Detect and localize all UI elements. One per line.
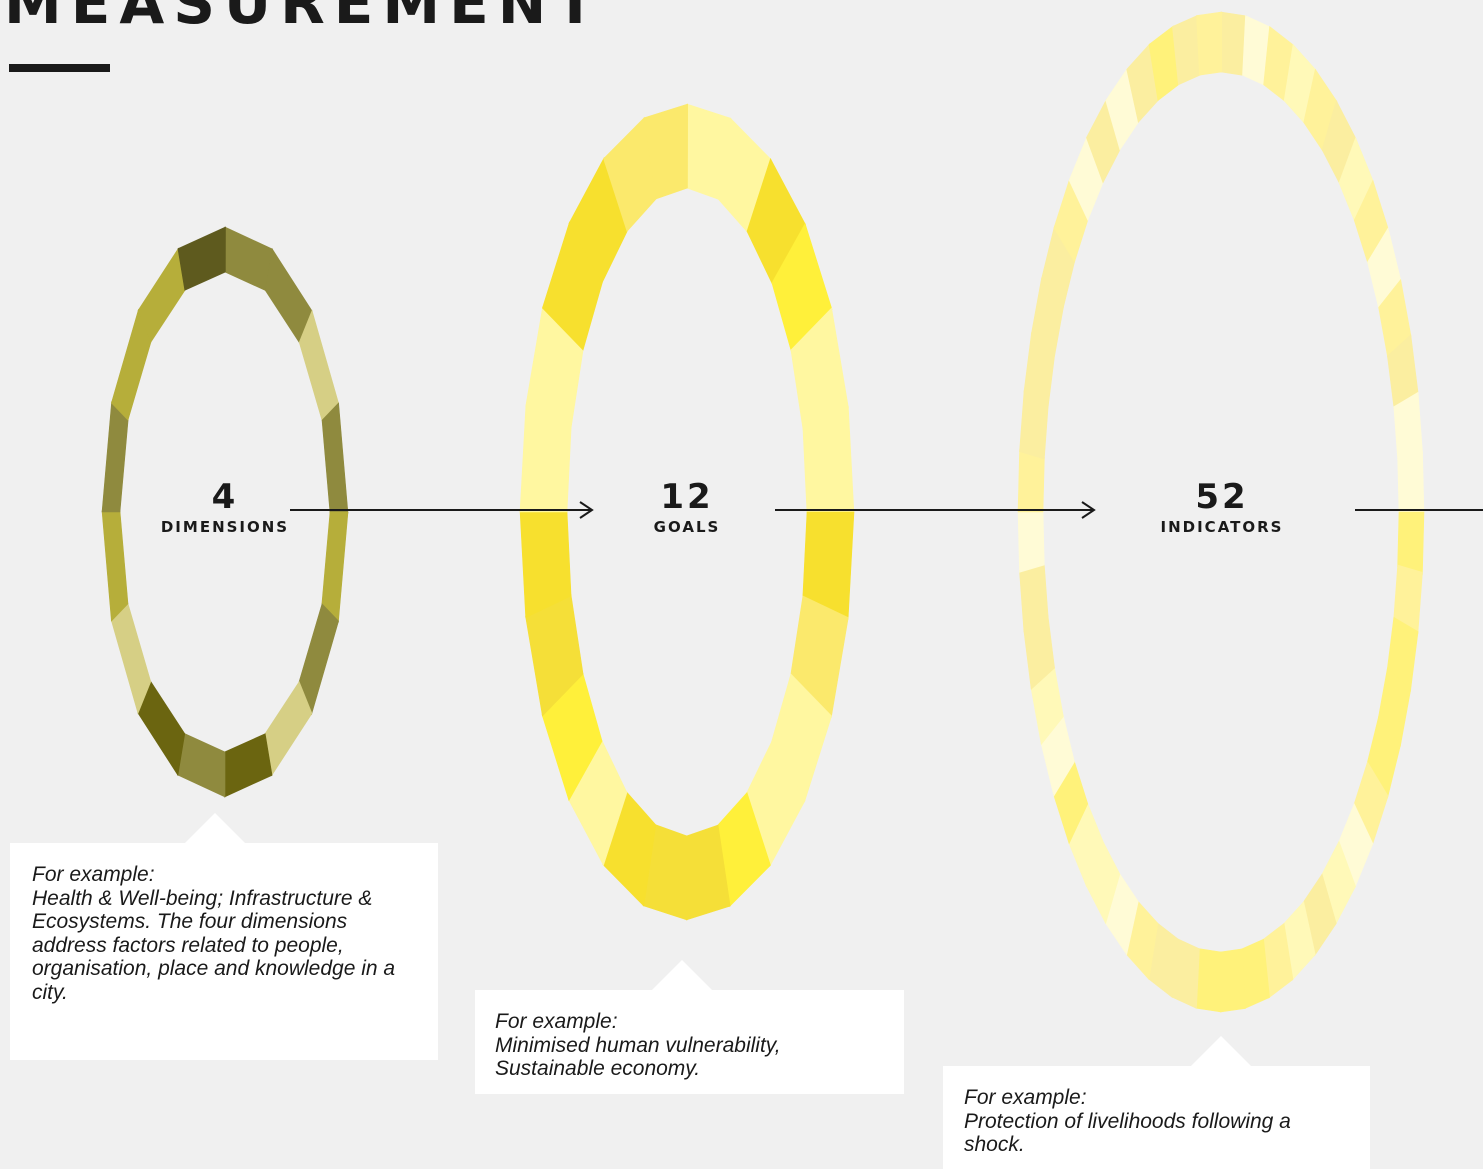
example-callout-goals: For example: Minimised human vulnerabili… <box>475 960 904 1094</box>
stage-number: 4 <box>211 477 239 517</box>
stage-number: 52 <box>1195 477 1249 517</box>
ring-goals <box>519 103 855 921</box>
ring-segment <box>110 602 152 715</box>
stage-label-dimensions: 4 DIMENSIONS <box>125 480 325 536</box>
example-text: Health & Well-being; Infrastructure & Ec… <box>32 886 396 1004</box>
ring-segment <box>1397 451 1425 515</box>
example-callout-indicators: For example: Protection of livelihoods f… <box>943 1036 1370 1169</box>
ring-segment <box>177 226 226 291</box>
ring-segment <box>264 681 313 777</box>
ring-segment <box>1017 449 1045 513</box>
stage-label-indicators: 52 INDICATORS <box>1122 480 1322 536</box>
ring-segment <box>1017 509 1045 573</box>
example-label: For example: <box>32 863 155 886</box>
ring-segment <box>1196 11 1223 76</box>
example-text: Minimised human vulnerability, Sustainab… <box>495 1033 781 1081</box>
ring-indicators <box>1017 11 1425 1013</box>
ring-segment <box>643 103 689 200</box>
stage-number: 12 <box>660 477 714 517</box>
ring-segment <box>321 402 349 514</box>
example-label: For example: <box>495 1010 618 1033</box>
example-text: Protection of livelihoods following a sh… <box>964 1109 1291 1157</box>
ring-segment <box>177 732 226 798</box>
title-underline <box>9 64 110 72</box>
ring-segment <box>1219 948 1246 1013</box>
ring-segment <box>224 226 273 292</box>
stage-name: DIMENSIONS <box>160 518 290 536</box>
ring-segment <box>321 511 349 623</box>
connector-arrow-1 <box>290 501 594 519</box>
ring-segment <box>224 733 273 798</box>
ring-segment <box>1220 11 1247 76</box>
ring-segment <box>1397 511 1425 575</box>
ring-segment <box>1195 948 1222 1013</box>
ring-segment <box>298 309 340 422</box>
connector-arrow-2 <box>775 501 1096 519</box>
stage-name: INDICATORS <box>1160 518 1284 536</box>
stage-name: GOALS <box>653 518 721 536</box>
page-title: MEASUREMENT <box>4 0 604 37</box>
ring-segment <box>137 247 186 343</box>
ring-dimensions <box>101 226 349 798</box>
stage-label-goals: 12 GOALS <box>587 480 787 536</box>
example-label: For example: <box>964 1086 1087 1109</box>
example-callout-dimensions: For example: Health & Well-being; Infras… <box>10 813 438 1060</box>
